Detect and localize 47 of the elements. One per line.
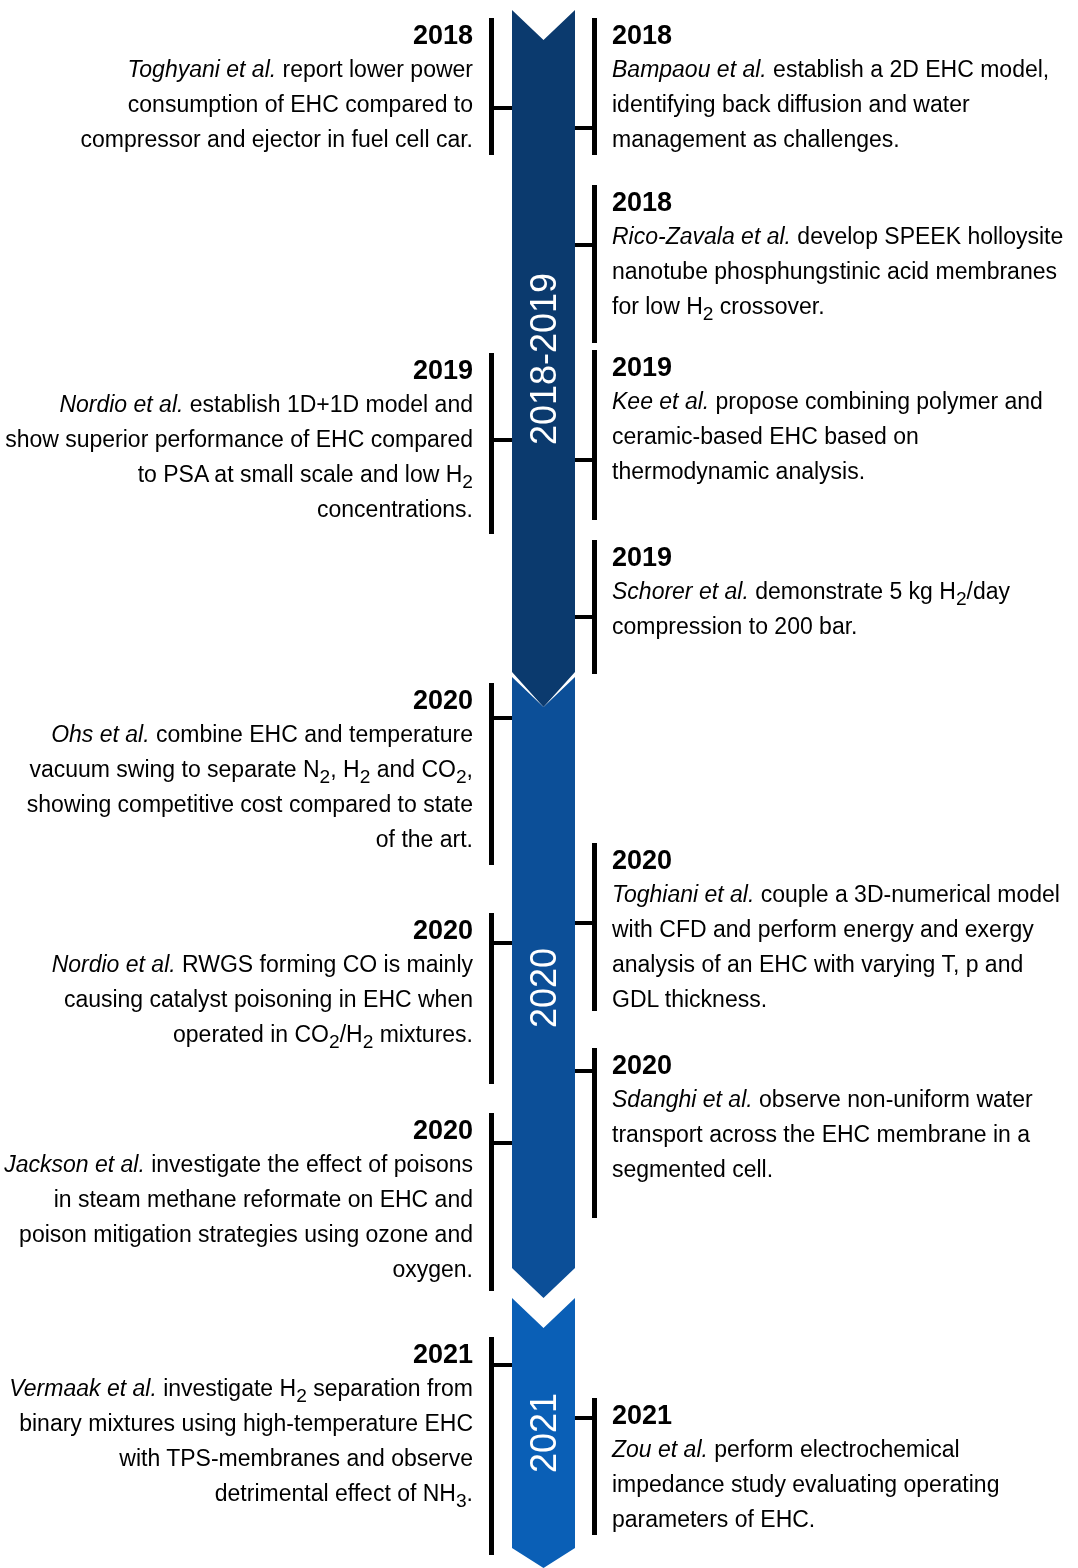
entry-text: Zou et al. perform electrochemical impedance study evaluating operating parameters of EHC. <box>612 1435 1001 1534</box>
year-heading: 2019 <box>612 541 673 574</box>
chevron-band <box>512 1298 575 1568</box>
period-label: 2021 <box>522 1392 565 1474</box>
chevron-band <box>512 677 575 1298</box>
entry-text: Nordio et al. RWGS forming CO is mainly causing catalyst poisoning in EHC when operated in CO$_{2}$/H$_{2}$ mixtures. <box>50 950 473 1052</box>
connector-tick <box>494 1363 512 1367</box>
connector-tick <box>575 1416 592 1420</box>
year-heading: 2018 <box>612 186 673 219</box>
year-heading: 2020 <box>612 844 673 877</box>
connector-tick <box>494 716 512 720</box>
connector-tick <box>494 941 512 945</box>
connector-tick <box>494 438 512 442</box>
entry-text: Toghiani et al. couple a 3D-numerical model with CFD and perform energy and exergy analysis of an EHC with varying T, p and GDL thickness. <box>612 880 1061 1014</box>
entry-text: Bampaou et al. establish a 2D EHC model, identifying back diffusion and water management as challenges. <box>612 55 1051 154</box>
year-heading: 2018 <box>612 19 673 52</box>
entry-text: Rico-Zavala et al. develop SPEEK holloysite nanotube phosphungstinic acid membranes for low H$_{2}$ crossover. <box>612 222 1065 324</box>
timeline-entry <box>4 1113 494 1291</box>
year-heading: 2021 <box>612 1399 673 1432</box>
connector-tick <box>575 458 592 462</box>
entry-text: Ohs et al. combine EHC and temperature vacuum swing to separate N$_{2}$, H$_{2}$ and CO$_{2}$, showing competitive cost compared to state of the art. <box>25 720 473 854</box>
entry-text: Jackson et al. investigate the effect of poisons in steam methane reformate on EHC and poison mitigation strategies using ozone and oxygen. <box>4 1150 473 1284</box>
connector-tick <box>575 921 592 925</box>
year-heading: 2020 <box>412 1114 473 1147</box>
connector-tick <box>494 106 512 110</box>
connector-tick <box>575 1069 592 1073</box>
year-heading: 2020 <box>412 684 473 717</box>
entry-text: Nordio et al. establish 1D+1D model and show superior performance of EHC compared to PSA at small scale and low H$_{2}$ concentrations. <box>4 390 473 524</box>
year-heading: 2019 <box>412 354 473 387</box>
entry-text: Toghyani et al. report lower power consumption of EHC compared to compressor and ejector in fuel cell car. <box>79 55 473 154</box>
timeline-entry <box>4 353 494 534</box>
chevron-band <box>512 10 575 707</box>
connector-tick <box>494 1141 512 1145</box>
period-label: 2020 <box>522 947 565 1028</box>
year-heading: 2020 <box>412 914 473 947</box>
year-heading: 2018 <box>412 19 473 52</box>
entry-text: Schorer et al. demonstrate 5 kg H$_{2}$/day compression to 200 bar. <box>612 577 1012 641</box>
year-heading: 2019 <box>612 351 673 384</box>
entry-text: Vermaak et al. investigate H$_{2}$ separation from binary mixtures using high-temperature EHC with TPS-membranes and observe detrimental effect of NH$_{3}$. <box>8 1374 473 1511</box>
connector-tick <box>575 126 592 130</box>
period-label: 2018-2019 <box>522 272 565 445</box>
connector-tick <box>575 615 592 619</box>
connector-tick <box>575 243 592 247</box>
entry-text: Kee et al. propose combining polymer and ceramic-based EHC based on thermodynamic analysis. <box>612 387 1044 486</box>
entry-text: Sdanghi et al. observe non-uniform water transport across the EHC membrane in a segmented cell. <box>612 1085 1034 1184</box>
year-heading: 2021 <box>412 1338 473 1371</box>
year-heading: 2020 <box>612 1049 673 1082</box>
